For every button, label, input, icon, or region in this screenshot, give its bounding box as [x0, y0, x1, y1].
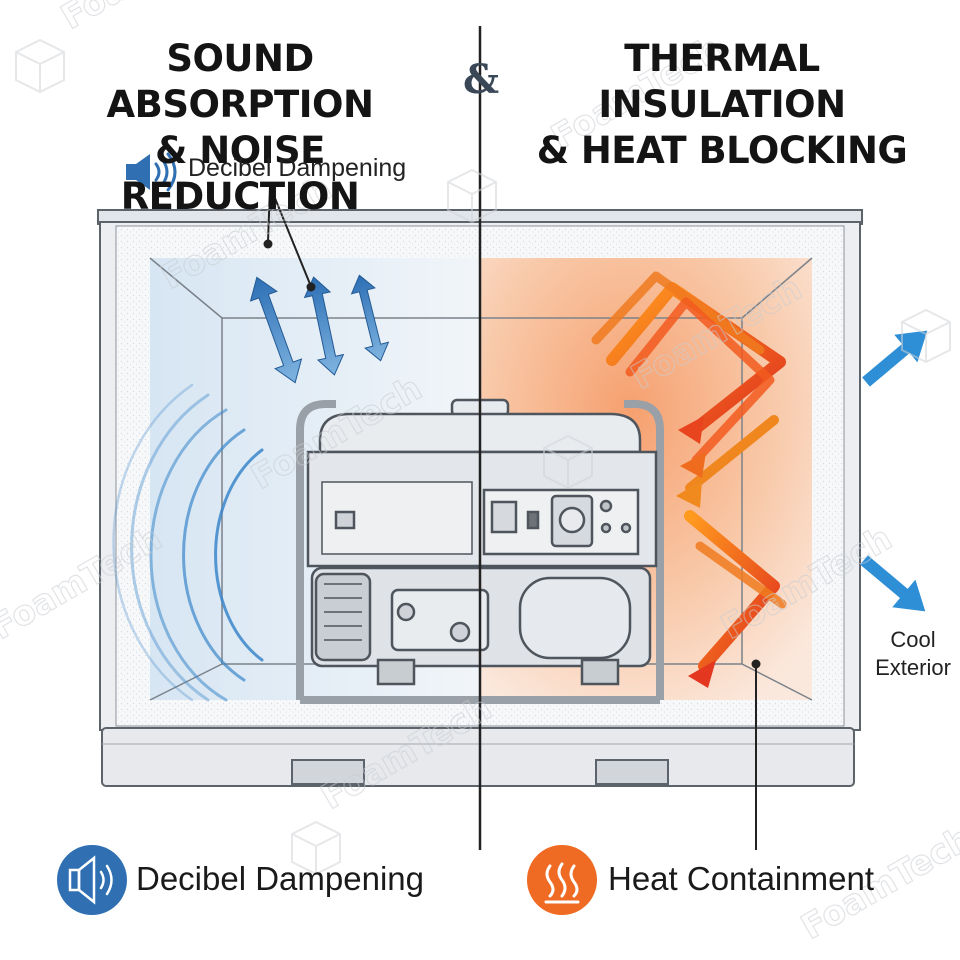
legend-speaker-icon	[57, 845, 127, 915]
watermark-group	[15, 38, 951, 876]
sound-waves	[112, 383, 264, 702]
watermark-text: FoamTech	[55, 0, 239, 38]
heat-reflection-arrows	[591, 271, 787, 688]
title-sound-line2: & NOISE REDUCTION	[120, 129, 360, 218]
title-thermal-line2: & HEAT BLOCKING	[536, 129, 908, 172]
legend-heat-label: Heat Containment	[608, 860, 874, 897]
vent-slot-right	[595, 759, 669, 785]
cool-exterior-line2: Exterior	[875, 655, 951, 680]
generator	[296, 398, 664, 704]
foam-cube-icon	[291, 820, 341, 876]
title-sound-line1: SOUND ABSORPTION	[106, 37, 374, 126]
foam-cube-icon	[15, 38, 65, 94]
vent-slot-left	[291, 759, 365, 785]
cool-exterior-line1: Cool	[890, 627, 936, 652]
cool-exterior-arrows	[860, 330, 928, 612]
foam-cube-icon	[447, 168, 497, 224]
callout-pointers	[263, 185, 761, 850]
sound-deflection-arrows	[249, 274, 390, 384]
heat-waves-icon	[527, 845, 597, 915]
title-separator: &	[462, 56, 500, 103]
foam-cube-icon	[901, 308, 951, 364]
title-sound: SOUND ABSORPTION & NOISE REDUCTION	[40, 36, 440, 220]
title-thermal-line1: THERMAL INSULATION	[598, 37, 846, 126]
callout-cool-exterior: Cool Exterior	[866, 626, 960, 682]
foam-cube-icon	[543, 434, 593, 490]
legend-sound-label: Decibel Dampening	[136, 860, 424, 897]
callout-decibel-label: Decibel Dampening	[188, 154, 407, 182]
title-thermal: THERMAL INSULATION & HEAT BLOCKING	[512, 36, 932, 174]
speaker-icon	[126, 152, 177, 192]
